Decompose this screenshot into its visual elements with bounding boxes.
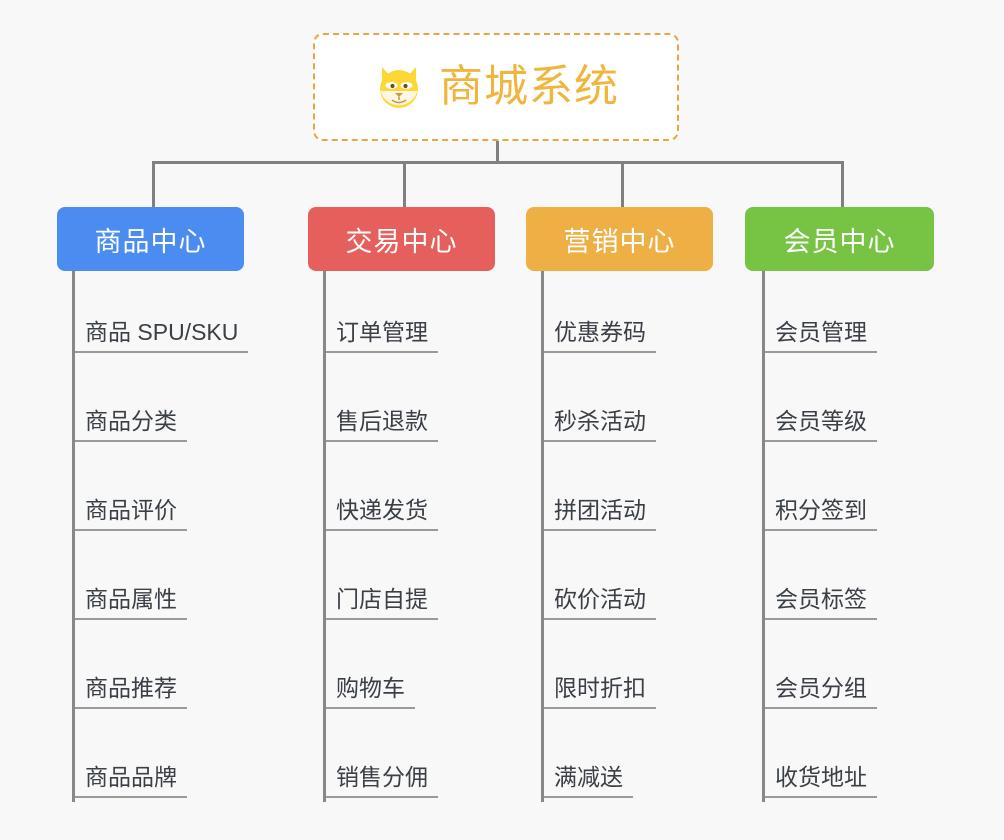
category-box-product-center[interactable]: 商品中心	[57, 207, 244, 271]
column-spine-3	[541, 271, 544, 802]
connector-root-stem	[496, 141, 499, 164]
leaf-label: 收货地址	[765, 762, 877, 798]
shiba-dog-face-icon	[373, 61, 425, 113]
category-box-trade-center[interactable]: 交易中心	[308, 207, 495, 271]
leaf-label: 会员管理	[765, 317, 877, 353]
leaf-item-1-4[interactable]: 商品属性	[75, 576, 187, 620]
leaf-item-4-1[interactable]: 会员管理	[765, 309, 877, 353]
root-node-mall-system[interactable]: 商城系统	[313, 33, 679, 141]
leaf-label: 会员等级	[765, 406, 877, 442]
leaf-label: 秒杀活动	[544, 406, 656, 442]
leaf-item-3-2[interactable]: 秒杀活动	[544, 398, 656, 442]
column-spine-4	[762, 271, 765, 802]
leaf-item-1-6[interactable]: 商品品牌	[75, 754, 187, 798]
leaf-item-2-3[interactable]: 快递发货	[326, 487, 438, 531]
category-box-marketing-center[interactable]: 营销中心	[526, 207, 713, 271]
leaf-item-4-6[interactable]: 收货地址	[765, 754, 877, 798]
leaf-item-4-5[interactable]: 会员分组	[765, 665, 877, 709]
leaf-label: 售后退款	[326, 406, 438, 442]
leaf-label: 限时折扣	[544, 673, 656, 709]
category-label: 会员中心	[783, 226, 896, 257]
leaf-item-1-2[interactable]: 商品分类	[75, 398, 187, 442]
leaf-item-1-5[interactable]: 商品推荐	[75, 665, 187, 709]
leaf-item-3-5[interactable]: 限时折扣	[544, 665, 656, 709]
column-spine-2	[323, 271, 326, 802]
leaf-label: 会员标签	[765, 584, 877, 620]
leaf-item-1-3[interactable]: 商品评价	[75, 487, 187, 531]
leaf-item-3-4[interactable]: 砍价活动	[544, 576, 656, 620]
category-label: 营销中心	[563, 226, 676, 257]
leaf-item-2-4[interactable]: 门店自提	[326, 576, 438, 620]
leaf-label: 会员分组	[765, 673, 877, 709]
category-label: 交易中心	[345, 226, 458, 257]
leaf-item-2-6[interactable]: 销售分佣	[326, 754, 438, 798]
leaf-label: 销售分佣	[326, 762, 438, 798]
leaf-label: 快递发货	[326, 495, 438, 531]
leaf-label: 商品 SPU/SKU	[75, 317, 249, 353]
column-spine-1	[72, 271, 75, 802]
leaf-label: 订单管理	[326, 317, 438, 353]
leaf-label: 商品分类	[75, 406, 187, 442]
leaf-label: 砍价活动	[544, 584, 656, 620]
connector-horizontal-bar	[152, 161, 844, 164]
leaf-item-3-6[interactable]: 满减送	[544, 754, 633, 798]
leaf-item-2-1[interactable]: 订单管理	[326, 309, 438, 353]
connector-drop-4	[841, 161, 844, 207]
leaf-item-2-2[interactable]: 售后退款	[326, 398, 438, 442]
leaf-item-3-3[interactable]: 拼团活动	[544, 487, 656, 531]
connector-drop-3	[621, 161, 624, 207]
leaf-item-4-2[interactable]: 会员等级	[765, 398, 877, 442]
leaf-item-2-5[interactable]: 购物车	[326, 665, 415, 709]
leaf-label: 积分签到	[765, 495, 877, 531]
leaf-item-1-1[interactable]: 商品 SPU/SKU	[75, 309, 249, 353]
root-node-label: 商城系统	[439, 62, 619, 111]
leaf-label: 拼团活动	[544, 495, 656, 531]
leaf-label: 优惠券码	[544, 317, 656, 353]
leaf-label: 商品评价	[75, 495, 187, 531]
leaf-label: 门店自提	[326, 584, 438, 620]
leaf-item-4-3[interactable]: 积分签到	[765, 487, 877, 531]
category-box-member-center[interactable]: 会员中心	[745, 207, 934, 271]
leaf-label: 商品属性	[75, 584, 187, 620]
leaf-item-4-4[interactable]: 会员标签	[765, 576, 877, 620]
leaf-label: 商品品牌	[75, 762, 187, 798]
root-node-content: 商城系统	[373, 61, 619, 113]
category-label: 商品中心	[94, 226, 207, 257]
leaf-label: 满减送	[544, 762, 633, 798]
leaf-label: 商品推荐	[75, 673, 187, 709]
leaf-label: 购物车	[326, 673, 415, 709]
leaf-item-3-1[interactable]: 优惠券码	[544, 309, 656, 353]
connector-drop-2	[403, 161, 406, 207]
connector-drop-1	[152, 161, 155, 207]
